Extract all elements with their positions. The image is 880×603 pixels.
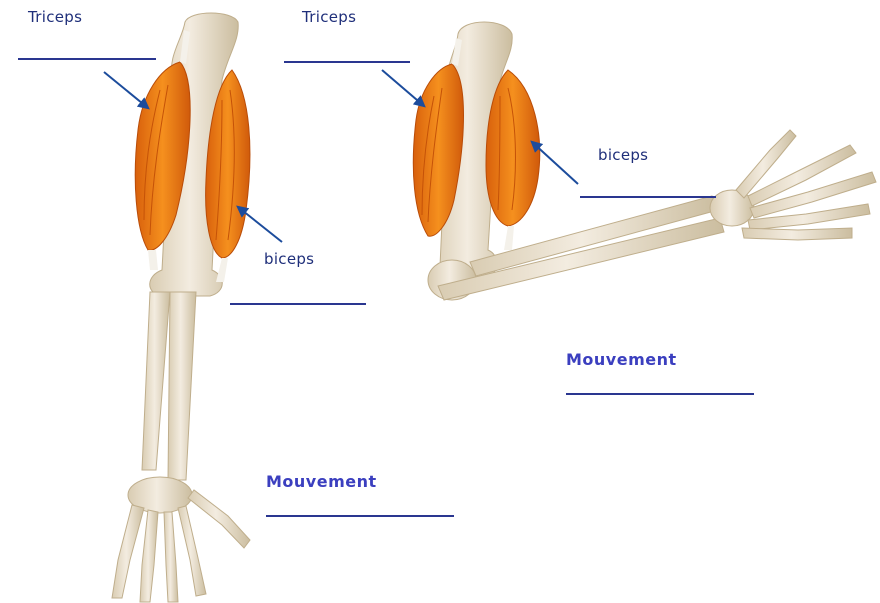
left-movement-answer-line[interactable] (266, 515, 454, 517)
left-triceps-arrow (104, 72, 148, 108)
left-biceps-answer-line[interactable] (230, 303, 366, 305)
left-radius-bone (168, 292, 196, 480)
right-biceps-answer-line[interactable] (580, 196, 716, 198)
right-triceps-arrow (382, 70, 424, 106)
left-movement-label: Mouvement (266, 472, 377, 491)
right-triceps-label: Triceps (302, 8, 356, 26)
left-biceps-label: biceps (264, 250, 314, 268)
right-movement-label: Mouvement (566, 350, 677, 369)
left-arm-extended (112, 13, 250, 602)
left-hand-bones (112, 490, 250, 602)
left-ulna-bone (142, 292, 170, 470)
right-biceps-label: biceps (598, 146, 648, 164)
right-movement-answer-line[interactable] (566, 393, 754, 395)
right-hand-bones (736, 130, 876, 240)
left-triceps-answer-line[interactable] (18, 58, 156, 60)
left-biceps-arrow (238, 207, 282, 242)
left-triceps-label: Triceps (28, 8, 82, 26)
right-triceps-answer-line[interactable] (284, 61, 410, 63)
right-wrist-bones (710, 190, 754, 226)
